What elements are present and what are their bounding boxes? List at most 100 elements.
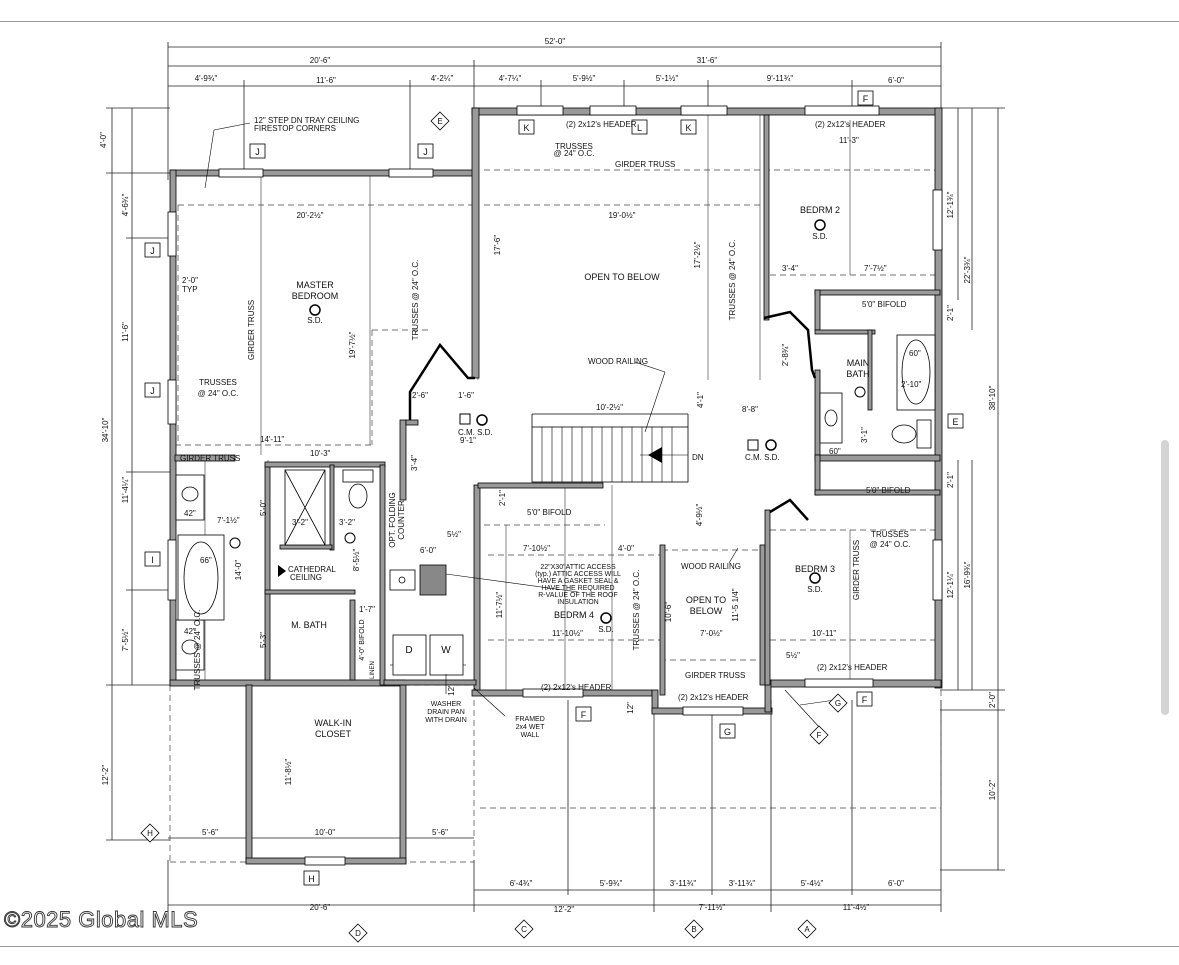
dim-one7: 1'-7" xyxy=(359,605,375,614)
note-sd-bedrm3: S.D. xyxy=(807,585,823,594)
section-markers xyxy=(140,111,848,943)
dim-bot-8: 12'-2" xyxy=(554,905,575,914)
note-dn: DN xyxy=(692,453,704,462)
dim-right-4: 38'-10" xyxy=(988,385,997,410)
note-attic-1: 22"X30"ATTIC ACCESS xyxy=(540,564,616,571)
note-trusses-v1: TRUSSES @ 24" O.C. xyxy=(411,260,420,341)
dim-top-3: 4'-2¼" xyxy=(431,74,454,83)
note-header-1: (2) 2x12's HEADER xyxy=(566,120,637,129)
dim-left-7: 34'-10" xyxy=(101,417,110,442)
washer-label: W xyxy=(441,645,451,656)
dim-right-7: 12'-1¼" xyxy=(946,571,955,598)
dim-open-w: 19'-0½" xyxy=(608,211,635,220)
dim-master-w: 20'-2½" xyxy=(296,211,323,220)
note-bifold-2: 5'0" BIFOLD xyxy=(866,486,911,495)
dim-bot-1: 6'-4¾" xyxy=(510,879,533,888)
dim-two6: 2'-6" xyxy=(412,391,428,400)
plan-notes: 12" STEP DN TRAY CEILING FIRESTOP CORNER… xyxy=(180,116,921,739)
room-bedrm4: BEDRM 4 xyxy=(554,610,594,620)
dim-left-span: 20'-6" xyxy=(310,56,331,65)
room-master-1: MASTER xyxy=(296,280,334,290)
dim-mb-c: 3'-2" xyxy=(339,518,355,527)
dim-bot-5: 5'-4½" xyxy=(801,879,824,888)
bottom-rule xyxy=(0,946,1179,947)
dryer-label: D xyxy=(405,645,412,656)
marker-f-1: F xyxy=(863,94,869,104)
dim-right-1: 12'-1¾" xyxy=(946,191,955,218)
dim-bot-2: 5'-9¾" xyxy=(600,879,623,888)
room-bedrm3: BEDRM 3 xyxy=(795,564,835,574)
section-marker-letters: E H D C B A G F xyxy=(147,117,841,938)
dim-mb-d: 5'-0" xyxy=(259,500,268,516)
dim-hall-r: 8'-8" xyxy=(742,405,758,414)
smoke-detector-icons xyxy=(229,219,866,624)
room-open-to-below: OPEN TO BELOW xyxy=(584,272,660,282)
note-opt-folding-1: OPT. FOLDING xyxy=(388,492,397,548)
note-typ-1: 2'-0" xyxy=(182,276,198,285)
note-cathedral-2: CEILING xyxy=(290,573,322,582)
note-girder-v2: GIRDER TRUSS xyxy=(852,540,861,600)
dim-bed4-a: 7'-10½" xyxy=(523,544,550,553)
note-trusses-1a: TRUSSES xyxy=(555,142,593,151)
smoke-detector-icon xyxy=(476,414,488,426)
dim-closet-2: 10'-0" xyxy=(315,828,336,837)
dim-right-5: 2'-1" xyxy=(946,472,955,488)
dim-bed4-h: 11'-7½" xyxy=(495,592,504,619)
dim-top-5: 5'-9½" xyxy=(573,74,596,83)
note-girder-v1: GIRDER TRUSS xyxy=(247,300,256,360)
exhaust-fan-icon xyxy=(229,537,241,549)
smoke-detector-icon xyxy=(765,439,777,451)
note-attic-6: INSULATION xyxy=(557,599,599,606)
note-framed-1: FRAMED xyxy=(515,716,545,723)
windows xyxy=(167,105,943,866)
dim-four9: 4'-9½" xyxy=(695,504,704,527)
dim-bed2-b: 7'-7½" xyxy=(864,264,887,273)
note-sink42-2: 42" xyxy=(184,627,196,636)
marker-i: I xyxy=(151,555,154,565)
note-washer-1: WASHER xyxy=(431,701,461,708)
smoke-detector-icon xyxy=(309,304,321,316)
dim-eight5: 8'-5½" xyxy=(352,549,361,572)
stair-treads xyxy=(541,427,688,482)
marker-j-3: J xyxy=(150,246,155,256)
dim-open2-h: 11'-5 1/4" xyxy=(731,588,740,621)
bottom-dimension-labels: 6'-4¾" 5'-9¾" 3'-11¾" 3'-11¾" 5'-4½" 6'-… xyxy=(202,828,904,914)
note-bifold-1: 5'0" BIFOLD xyxy=(862,300,907,309)
note-tray-2: FIRESTOP CORNERS xyxy=(254,124,336,133)
dim-five-half: 5½" xyxy=(786,651,800,660)
note-header-2: (2) 2x12's HEADER xyxy=(815,120,886,129)
room-labels: MASTER BEDROOM OPEN TO BELOW BEDRM 2 MAI… xyxy=(291,205,870,739)
note-railing-1: WOOD RAILING xyxy=(588,357,648,366)
note-attic-4: HAVE THE REQUIRED xyxy=(541,585,614,592)
note-girder-3: GIRDER TRUSS xyxy=(685,671,745,680)
dim-bot-4: 3'-11¾" xyxy=(729,879,756,888)
note-tub66: 66" xyxy=(200,556,212,565)
grid-marker-boxes xyxy=(144,90,964,886)
marker-j-2: J xyxy=(423,147,428,157)
note-trusses-v3: TRUSSES @ 24" O.C. xyxy=(632,570,641,651)
dim-top-1: 4'-9¾" xyxy=(195,74,218,83)
dim-mb-a: 7'-1½" xyxy=(217,516,240,525)
dim-laundry-w: 6'-0" xyxy=(420,546,436,555)
dim-bot-3: 3'-11¾" xyxy=(670,879,697,888)
dim-bed2-w: 11'-3" xyxy=(839,136,859,145)
marker-g-box: G xyxy=(724,727,731,737)
dim-closet-1: 5'-6" xyxy=(202,828,218,837)
dim-overall: 52'-0" xyxy=(545,37,566,46)
dim-bed2-a: 3'-4" xyxy=(782,264,798,273)
dim-mb-h: 14'-0" xyxy=(234,560,243,581)
dim-open-h-r: 17'-2½" xyxy=(693,241,702,268)
dim-twelve-a: 12" xyxy=(447,684,456,696)
note-girder-2: GIRDER TRUSS xyxy=(180,454,240,463)
note-tub60: 60" xyxy=(909,349,921,358)
note-attic-3: HAVE A GASKET SEAL & xyxy=(538,578,619,585)
section-c: C xyxy=(521,925,527,934)
dim-left-4: 11'-4¼" xyxy=(121,477,130,504)
dim-left-2: 4'-6¾" xyxy=(121,194,130,217)
room-open2-2: BELOW xyxy=(690,606,723,616)
vertical-scrollbar[interactable] xyxy=(1161,440,1169,715)
attic-access-hatch xyxy=(419,564,447,596)
note-tray-1: 12" STEP DN TRAY CEILING xyxy=(254,116,359,125)
room-bedrm2: BEDRM 2 xyxy=(800,205,840,215)
dim-closet-3: 5'-6" xyxy=(432,828,448,837)
